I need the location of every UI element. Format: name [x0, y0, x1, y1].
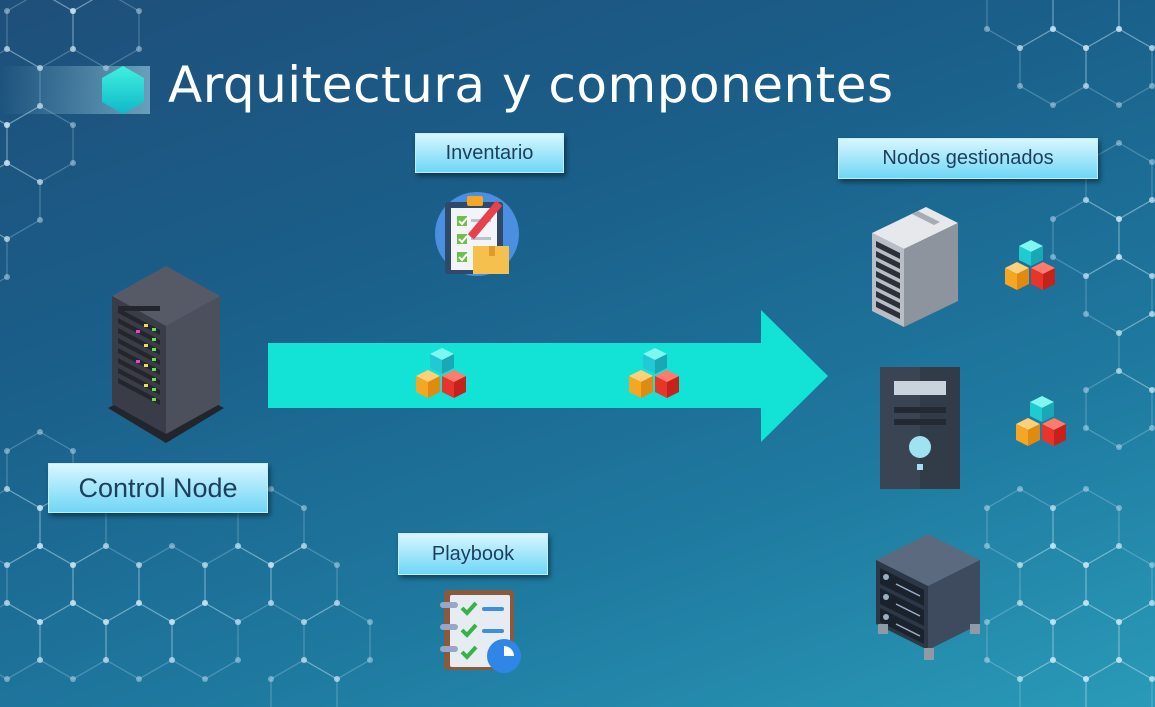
playbook-label-text: Playbook: [431, 542, 515, 565]
cubes-icon: [1005, 240, 1055, 290]
inventario-label-text: Inventario: [445, 141, 534, 164]
cubes-icon: [1016, 396, 1066, 446]
control-node-label: Control Node: [48, 463, 268, 513]
hexagon-icon: [102, 66, 144, 114]
cubes-icon: [629, 348, 679, 398]
storage-server-icon: [876, 534, 980, 660]
cubes-icon: [416, 348, 466, 398]
inventario-label: Inventario: [415, 133, 564, 173]
desktop-tower-icon: [880, 367, 960, 489]
arrow-right-icon: [268, 310, 828, 442]
server-tower-icon: [872, 207, 958, 327]
nodos-gestionados-label-text: Nodos gestionados: [882, 147, 1054, 169]
clipboard-checklist-icon: [435, 192, 519, 276]
playbook-label: Playbook: [398, 533, 548, 575]
page-title: Arquitectura y componentes: [168, 56, 894, 114]
notebook-checklist-icon: [440, 590, 521, 673]
control-node-label-text: Control Node: [78, 472, 238, 503]
nodos-gestionados-label: Nodos gestionados: [838, 138, 1098, 179]
server-rack-icon: [108, 266, 224, 443]
